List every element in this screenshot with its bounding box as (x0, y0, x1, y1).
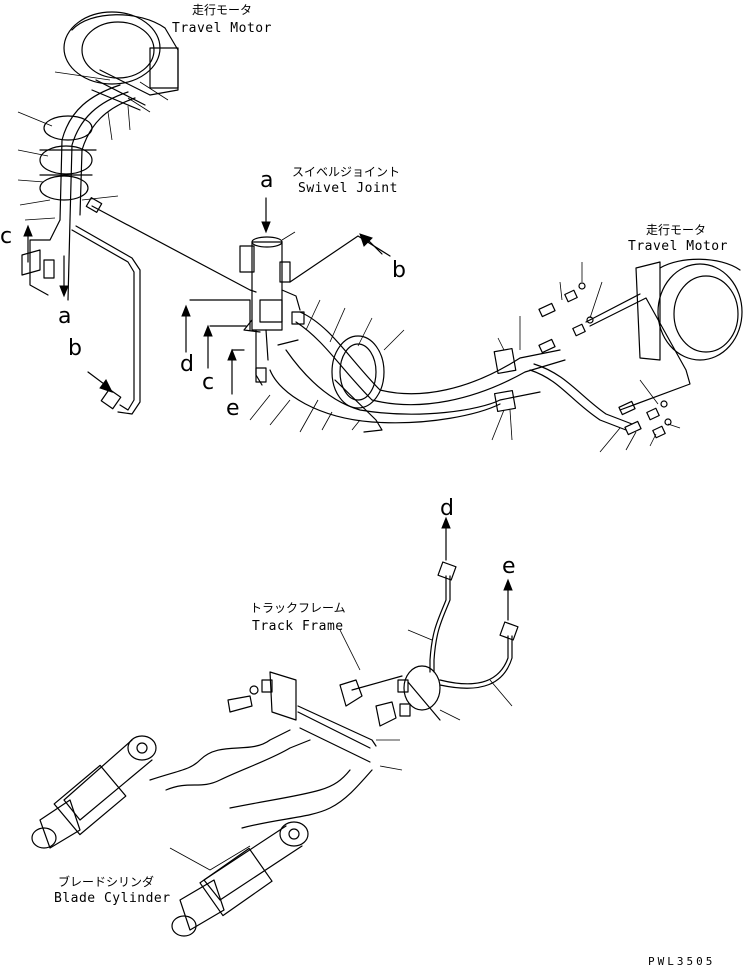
drawing-code: PWL3505 (648, 955, 716, 968)
connector-d-mid: d (180, 352, 194, 377)
left-hose-bundle (17, 71, 169, 301)
blade-cylinder-upper (31, 729, 311, 849)
central-hose-bundle (249, 299, 566, 441)
track-frame-jp-label: トラックフレーム (250, 601, 346, 615)
travel-motor-right (529, 258, 743, 453)
swivel-joint (189, 231, 391, 386)
connector-c-left: c (0, 224, 13, 249)
travel-motor-top-en-label: Travel Motor (172, 21, 272, 36)
connector-b-right: b (392, 258, 406, 283)
tube-loop-b (71, 197, 257, 415)
blade-cylinder-lower (169, 769, 373, 937)
travel-motor-right-jp-label: 走行モータ (646, 223, 707, 237)
connector-c-mid: c (202, 370, 215, 395)
travel-motor-top-left (63, 11, 179, 111)
connector-e-mid: e (226, 396, 240, 421)
connector-d-lower: d (440, 496, 454, 521)
lower-tubes-d-e (397, 561, 519, 721)
blade-cylinder-jp-label: ブレードシリンダ (58, 875, 155, 889)
connector-a-top: a (260, 168, 274, 193)
travel-motor-top-jp-label: 走行モータ (192, 3, 253, 17)
blade-cylinder-en-label: Blade Cylinder (54, 891, 171, 906)
track-frame-brackets (227, 629, 403, 771)
connector-arrows (23, 197, 513, 621)
connector-e-lower: e (502, 554, 516, 579)
swivel-joint-jp-label: スイベルジョイント (292, 165, 401, 179)
travel-motor-right-en-label: Travel Motor (628, 239, 728, 254)
track-frame-en-label: Track Frame (252, 619, 344, 634)
connector-b-left: b (68, 336, 82, 361)
swivel-joint-en-label: Swivel Joint (298, 181, 398, 196)
connector-a-left: a (58, 304, 72, 329)
